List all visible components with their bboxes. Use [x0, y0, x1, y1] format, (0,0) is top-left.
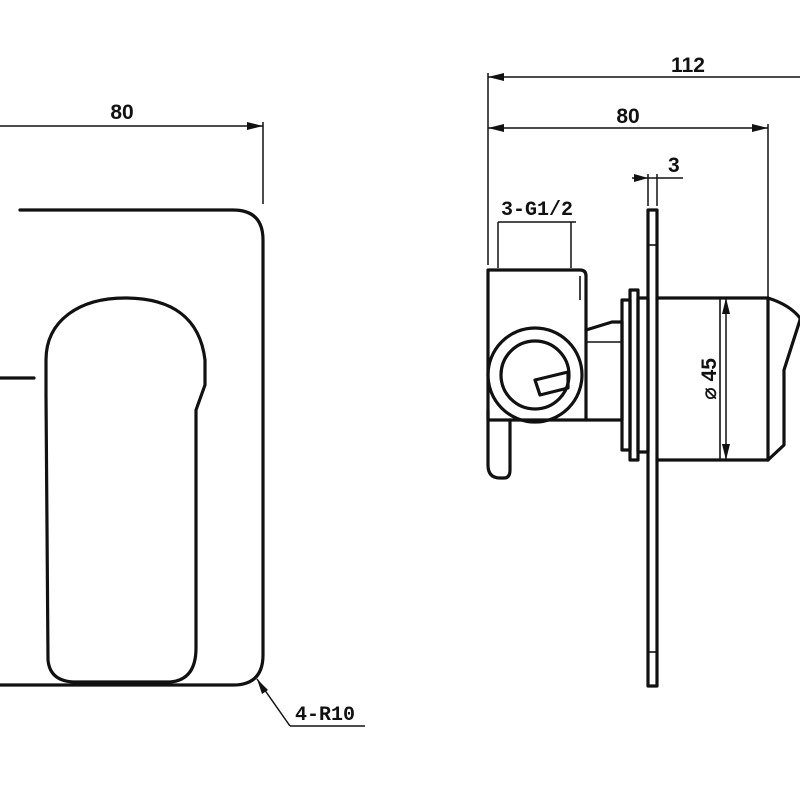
front-view: 80 4-R10: [0, 101, 365, 727]
diameter-dim-label: ⌀ 45: [698, 358, 721, 400]
diameter-arrow-top: [722, 298, 730, 314]
diameter-arrow-bottom: [722, 444, 730, 460]
thickness-arrow: [634, 174, 648, 182]
corner-radius-label: 4-R10: [295, 704, 355, 727]
valve-body: [486, 268, 588, 422]
outlet-ring-outer: [486, 326, 584, 424]
overall-dim-label: 112: [671, 54, 705, 77]
corner-leader-arrow: [257, 679, 268, 694]
front-width-label: 80: [110, 101, 133, 124]
escutcheon-sleeve: [655, 296, 770, 462]
front-width-arrow: [247, 122, 263, 130]
handle-cap: [766, 296, 800, 462]
wall-plate: [646, 208, 659, 688]
plate-arrow-right: [752, 124, 768, 132]
handle-ledge-right: [195, 384, 206, 411]
port-callout-label: 3-G1/2: [501, 199, 573, 222]
cover-plate-outline: [0, 208, 265, 687]
thickness-dim-label: 3: [668, 154, 680, 177]
connector-neck: [584, 320, 624, 422]
plate-dim-label: 80: [616, 105, 639, 128]
side-view: 112 80 3 3-G1/2: [486, 54, 800, 688]
lever-tab: [486, 408, 512, 480]
lever-handle-outline: [44, 296, 207, 684]
plate-arrow-left: [488, 124, 504, 132]
outlet-insert: [533, 370, 570, 397]
overall-arrow-left: [488, 73, 504, 81]
